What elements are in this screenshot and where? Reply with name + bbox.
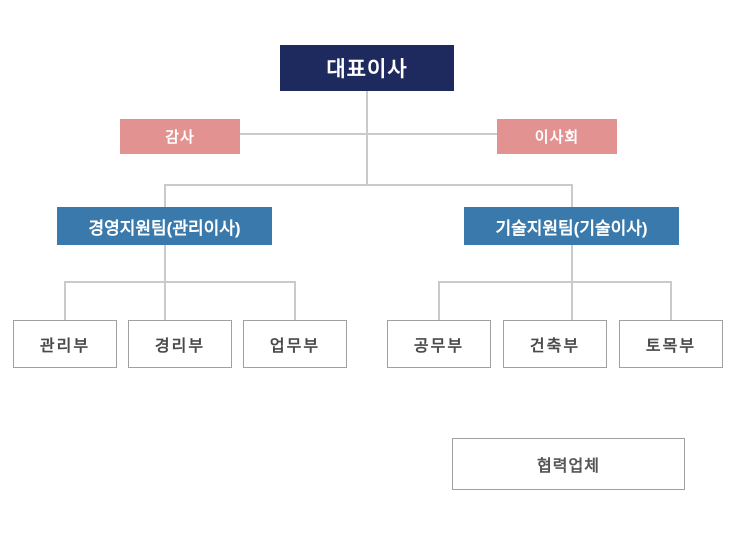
connector-mgmt-dept-3 <box>294 281 296 320</box>
node-dept-gongmu: 공무부 <box>387 320 491 368</box>
node-board: 이사회 <box>497 119 617 154</box>
connector-mgmt-dept-1 <box>64 281 66 320</box>
connector-mgmt-sub-horizontal <box>64 281 296 283</box>
connector-tech-team-top <box>571 184 573 207</box>
node-dept-gwanli: 관리부 <box>13 320 117 368</box>
connector-audit-board <box>240 133 497 135</box>
connector-ceo-vertical <box>366 91 368 186</box>
node-partner: 협력업체 <box>452 438 685 490</box>
node-tech-team: 기술지원팀(기술이사) <box>464 207 679 245</box>
connector-tech-dept-1 <box>438 281 440 320</box>
node-dept-gyeongli: 경리부 <box>128 320 232 368</box>
connector-split-horizontal <box>164 184 573 186</box>
node-dept-eobmu: 업무부 <box>243 320 347 368</box>
connector-tech-dept-3 <box>670 281 672 320</box>
node-mgmt-team: 경영지원팀(관리이사) <box>57 207 272 245</box>
connector-mgmt-team-top <box>164 184 166 207</box>
connector-tech-sub-horizontal <box>438 281 672 283</box>
node-audit: 감사 <box>120 119 240 154</box>
node-dept-geonchuk: 건축부 <box>503 320 607 368</box>
node-dept-tomok: 토목부 <box>619 320 723 368</box>
node-ceo: 대표이사 <box>280 45 454 91</box>
